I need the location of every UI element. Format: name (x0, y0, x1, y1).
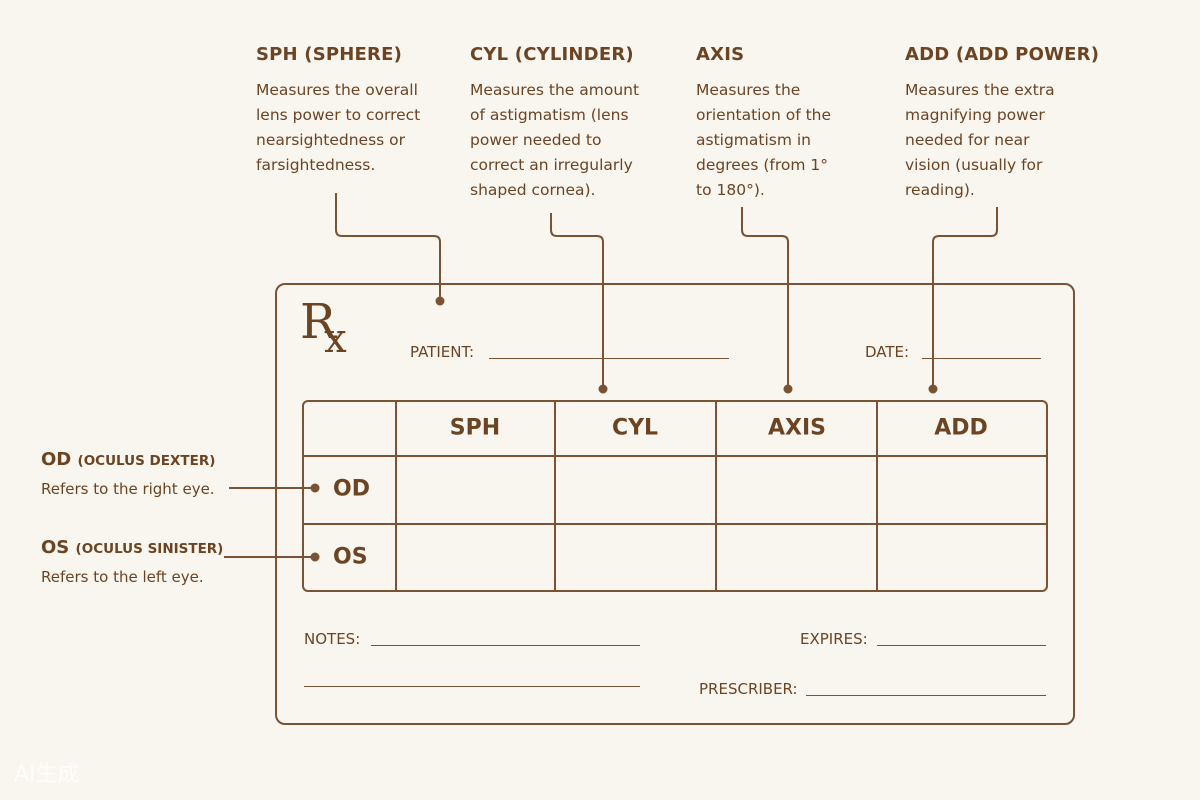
os-latin: (OCULUS SINISTER) (75, 541, 224, 557)
cell-os-sph[interactable] (397, 525, 553, 590)
od-annotation-title: OD (OCULUS DEXTER) (41, 449, 215, 470)
column-header-cyl: CYL (611, 415, 659, 441)
row-header-od: OD (333, 476, 370, 502)
notes-field[interactable] (371, 645, 640, 646)
notes-field-line-2[interactable] (304, 686, 640, 687)
expires-label: EXPIRES: (800, 630, 868, 648)
axis-annotation-title: AXIS (696, 44, 745, 65)
table-divider (876, 401, 878, 591)
table-divider (715, 401, 717, 591)
cell-od-cyl[interactable] (556, 457, 714, 522)
cell-os-axis[interactable] (717, 525, 875, 590)
row-header-os: OS (333, 544, 368, 570)
prescriber-label: PRESCRIBER: (699, 680, 798, 698)
patient-field[interactable] (489, 358, 729, 359)
add-annotation-body: Measures the extra magnifying power need… (905, 81, 1055, 199)
date-label: DATE: (865, 343, 910, 361)
cell-os-cyl[interactable] (556, 525, 714, 590)
cell-os-add[interactable] (878, 525, 1046, 590)
add-annotation: ADD (ADD POWER) Measures the extra magni… (905, 44, 1100, 203)
rx-symbol-r: R (300, 294, 337, 350)
column-header-add: ADD (934, 415, 988, 441)
watermark: AI生成 (14, 762, 80, 787)
notes-label: NOTES: (304, 630, 361, 648)
prescription-card (275, 283, 1075, 725)
table-divider (303, 523, 1047, 525)
sph-annotation-title: SPH (SPHERE) (256, 44, 403, 65)
rx-symbol-x: x (324, 316, 347, 362)
rx-symbol: Rx (300, 294, 347, 359)
cyl-annotation: CYL (CYLINDER) Measures the amount of as… (470, 44, 655, 203)
table-divider (554, 401, 556, 591)
sph-annotation: SPH (SPHERE) Measures the overall lens p… (256, 44, 446, 178)
axis-annotation: AXIS Measures the orientation of the ast… (696, 44, 846, 203)
cyl-annotation-title: CYL (CYLINDER) (470, 44, 634, 65)
os-annotation: OS (OCULUS SINISTER) Refers to the left … (41, 537, 223, 586)
cyl-annotation-body: Measures the amount of astigmatism (lens… (470, 81, 640, 199)
date-field[interactable] (922, 358, 1041, 359)
cell-od-add[interactable] (878, 457, 1046, 522)
column-header-sph: SPH (449, 415, 501, 441)
patient-label: PATIENT: (410, 343, 475, 361)
column-header-axis: AXIS (767, 415, 827, 441)
os-annotation-body: Refers to the left eye. (41, 568, 204, 586)
table-divider (303, 455, 1047, 457)
od-latin: (OCULUS DEXTER) (77, 453, 216, 469)
prescription-table (302, 400, 1048, 592)
expires-field[interactable] (877, 645, 1046, 646)
od-annotation-body: Refers to the right eye. (41, 480, 215, 498)
od-annotation: OD (OCULUS DEXTER) Refers to the right e… (41, 449, 215, 498)
add-annotation-title: ADD (ADD POWER) (905, 44, 1100, 65)
axis-annotation-body: Measures the orientation of the astigmat… (696, 81, 832, 199)
table-divider (395, 401, 397, 591)
os-abbr: OS (41, 537, 70, 558)
od-abbr: OD (41, 449, 72, 470)
os-annotation-title: OS (OCULUS SINISTER) (41, 537, 223, 558)
cell-od-axis[interactable] (717, 457, 875, 522)
sph-annotation-body: Measures the overall lens power to corre… (256, 81, 421, 174)
cell-od-sph[interactable] (397, 457, 553, 522)
prescriber-field[interactable] (806, 695, 1046, 696)
